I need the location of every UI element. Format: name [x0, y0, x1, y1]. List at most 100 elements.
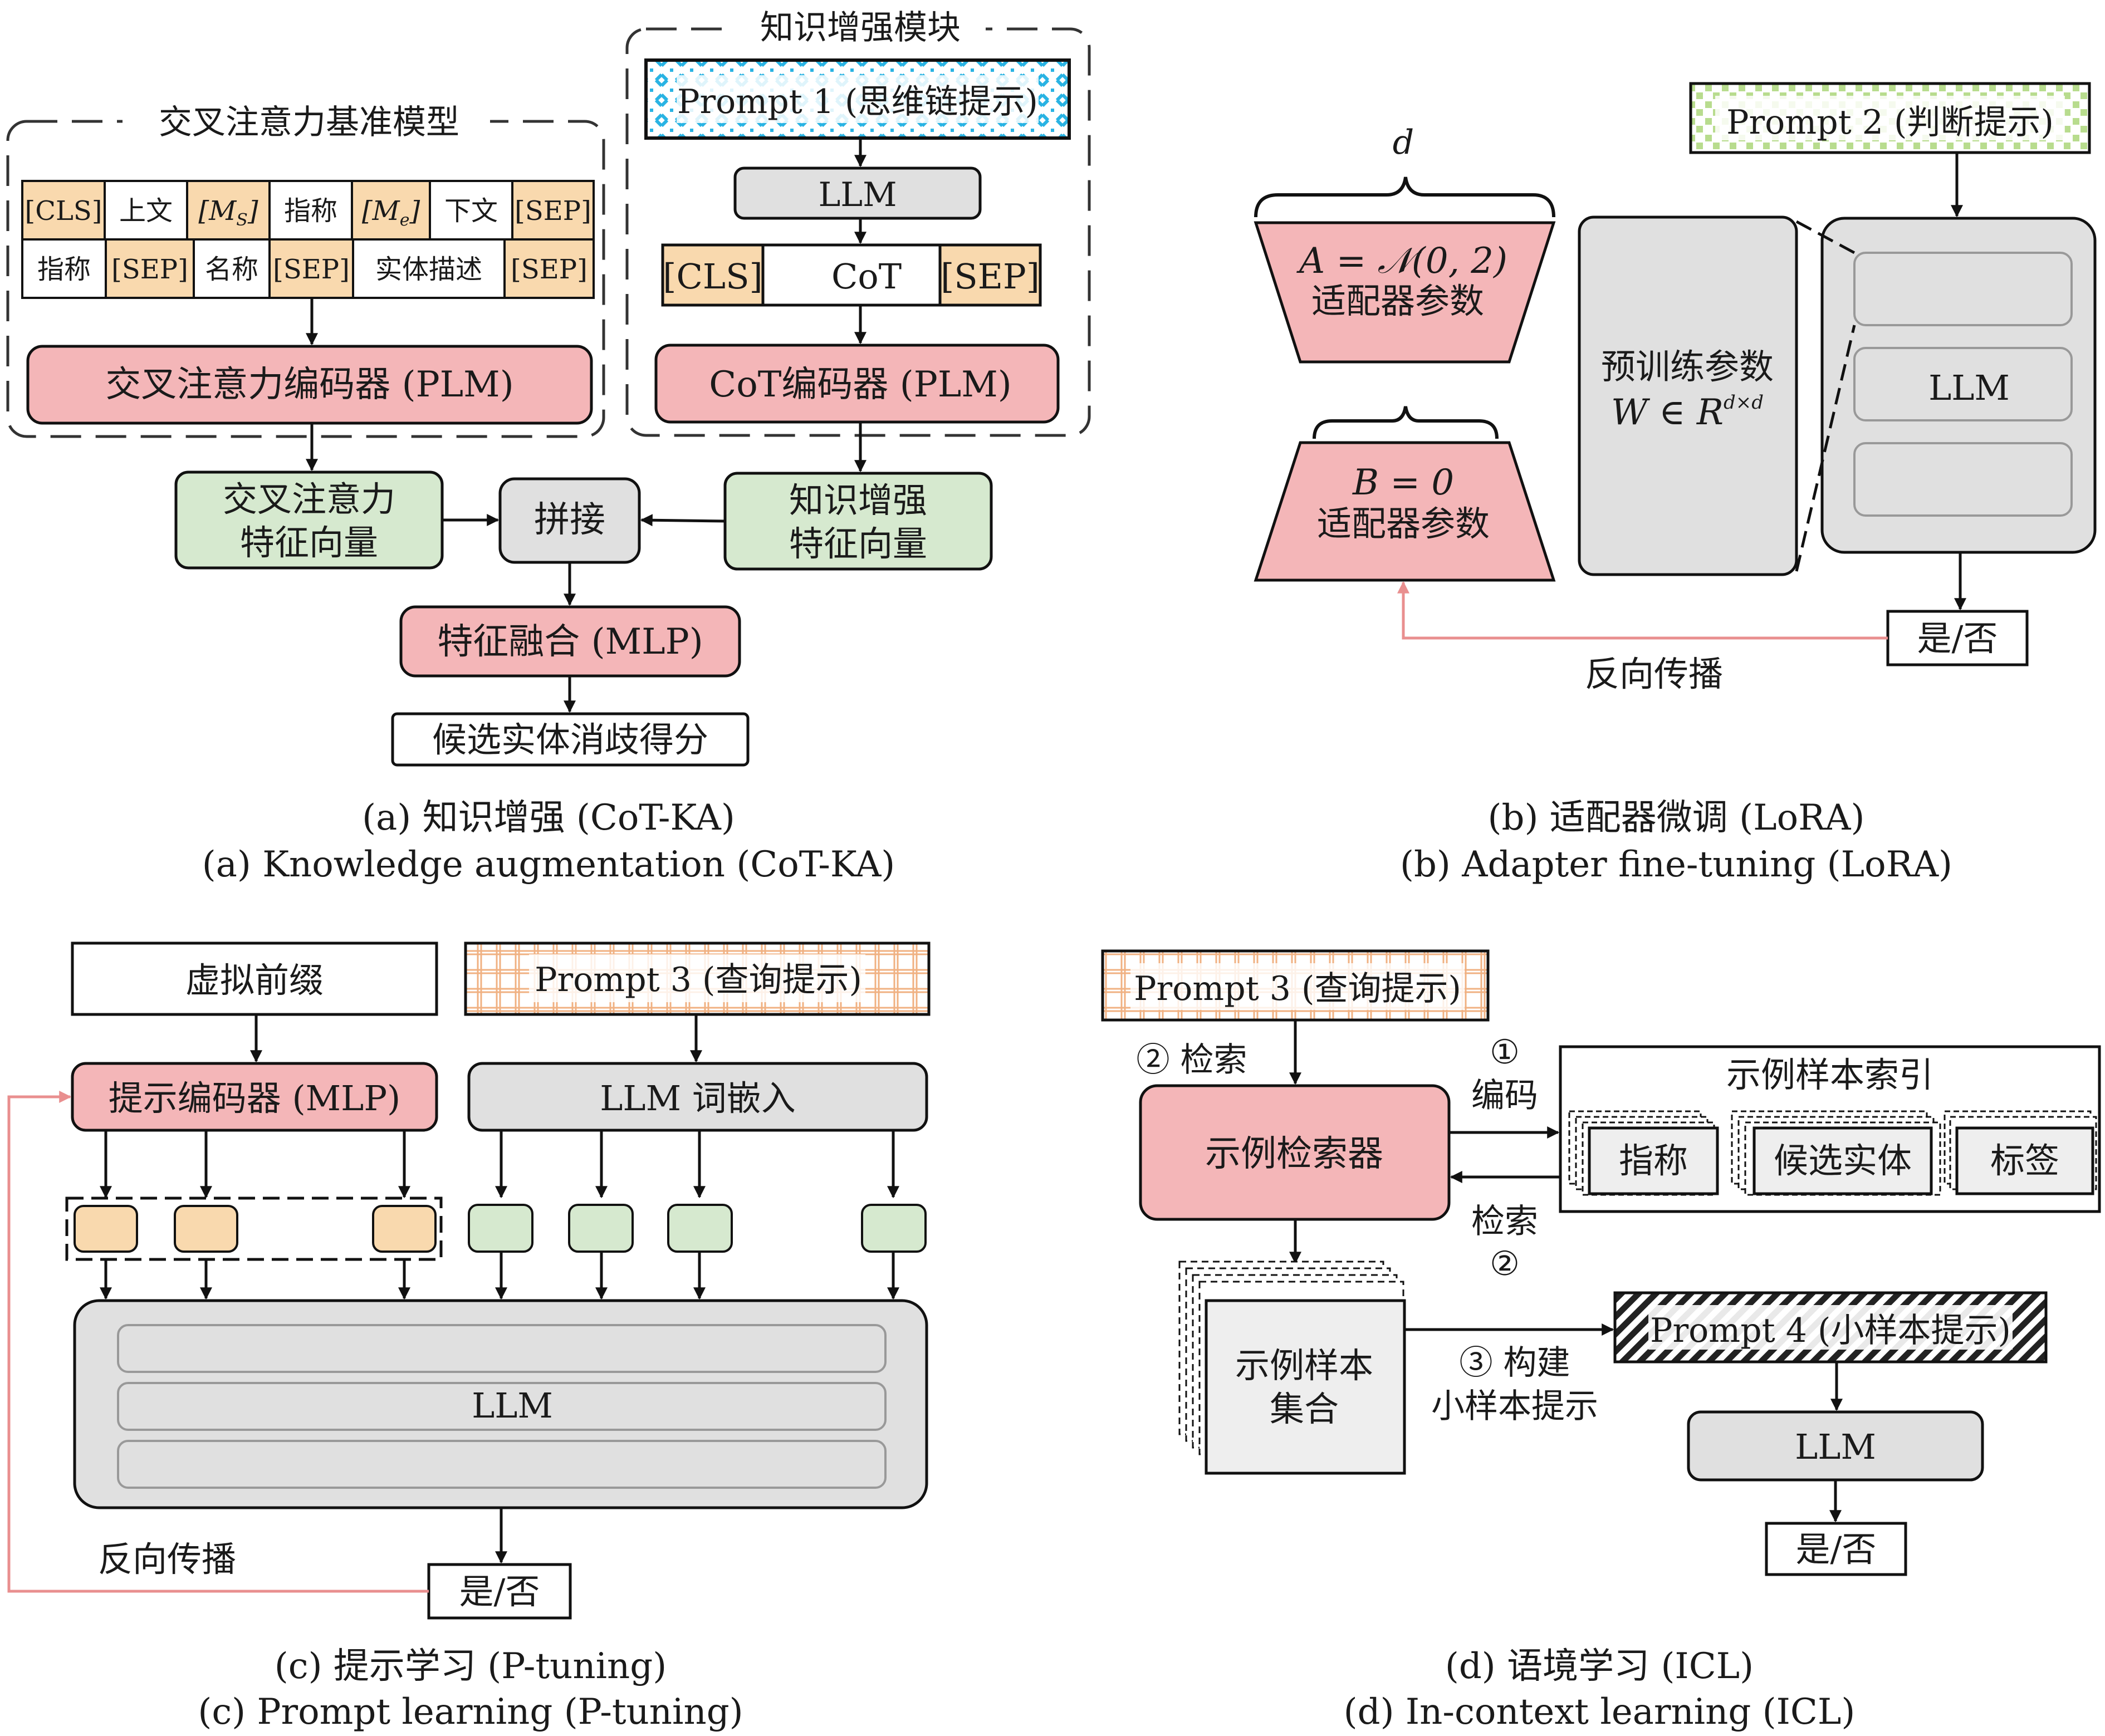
- build-label: 小样本提示: [1431, 1387, 1598, 1426]
- caption-c-en: (c) Prompt learning (P-tuning): [198, 1691, 743, 1733]
- cross-attention-encoder: [26, 345, 593, 425]
- sample-set-line1: 示例样本: [1235, 1345, 1373, 1386]
- yes-no-d-label: 是/否: [1796, 1529, 1877, 1570]
- prefix-token: [372, 1205, 437, 1253]
- caption-c-zh: (c) 提示学习 (P-tuning): [275, 1646, 667, 1687]
- embed-token: [568, 1204, 634, 1253]
- ka-feature-line2: 特征向量: [789, 523, 927, 564]
- prefix-token: [74, 1205, 138, 1253]
- llm-c-layer-2: [117, 1382, 887, 1431]
- pretrained-label: 预训练参数: [1601, 346, 1774, 387]
- llm-label-b: LLM: [1928, 367, 2010, 408]
- embed-token: [667, 1204, 733, 1253]
- token-mention-2: 指称: [37, 254, 91, 285]
- token-sep-2: [SEP]: [111, 254, 188, 285]
- llm-c-layer-1: [117, 1324, 887, 1373]
- adapter-b-formula: B = 0: [1352, 462, 1454, 503]
- backprop-arrow-c: [7, 1091, 429, 1593]
- llm-c-layer-3: [117, 1440, 887, 1489]
- cot-token-cls: [CLS]: [663, 256, 762, 297]
- cross-feature-line2: 特征向量: [240, 522, 378, 563]
- token-row-2: 指称 [SEP] 名称 [SEP] 实体描述 [SEP]: [21, 238, 595, 299]
- llm-embedding: [467, 1062, 928, 1132]
- index-item-mention: 指称: [1568, 1110, 1719, 1196]
- cross-encoder-label: 交叉注意力编码器 (PLM): [105, 364, 513, 405]
- example-retriever-label: 示例检索器: [1205, 1134, 1383, 1175]
- llm-layer-3: [1853, 442, 2073, 517]
- virtual-prefix-box: [71, 941, 438, 1016]
- ka-feature-line1: 知识增强: [789, 480, 927, 521]
- token-name: 名称: [205, 254, 258, 285]
- prefix-token-group: [65, 1196, 443, 1261]
- retrieve-back-label: 检索: [1471, 1202, 1538, 1241]
- index-item-mention-label: 指称: [1619, 1140, 1688, 1181]
- embed-token: [468, 1204, 533, 1253]
- embed-token: [861, 1204, 927, 1253]
- yes-no-c-label: 是/否: [459, 1571, 540, 1612]
- encode-step: ①: [1490, 1033, 1520, 1072]
- backprop-c-label: 反向传播: [98, 1539, 236, 1580]
- token-next-context: 下文: [444, 195, 498, 227]
- example-sample-set: 示例样本 集合: [1178, 1261, 1406, 1475]
- cross-feature-line1: 交叉注意力: [223, 479, 395, 519]
- virtual-prefix-label: 虚拟前缀: [185, 960, 324, 1001]
- llm-c-label: LLM: [472, 1385, 553, 1426]
- prompt2-label: Prompt 2 (判断提示): [1726, 103, 2054, 142]
- caption-a-en: (a) Knowledge augmentation (CoT-KA): [202, 844, 895, 885]
- token-sep-3: [SEP]: [273, 254, 350, 285]
- adapter-a-label: 适配器参数: [1311, 281, 1484, 321]
- token-mention: 指称: [284, 195, 337, 227]
- retrieve-back-step: ②: [1490, 1244, 1520, 1283]
- llm-d-label: LLM: [1795, 1426, 1876, 1467]
- cot-encoder-label: CoT编码器 (PLM): [709, 364, 1012, 405]
- prompt1-label: Prompt 1 (思维链提示): [677, 82, 1038, 121]
- adapter-b: [1254, 441, 1556, 582]
- prompt3-c-label: Prompt 3 (查询提示): [535, 960, 862, 999]
- yes-no-d: [1765, 1522, 1907, 1576]
- cot-encoder: [654, 344, 1060, 424]
- llm-box-a: [733, 166, 982, 220]
- caption-d-zh: (d) 语境学习 (ICL): [1445, 1646, 1754, 1687]
- token-cls: [CLS]: [25, 195, 102, 227]
- caption-a-zh: (a) 知识增强 (CoT-KA): [362, 797, 735, 838]
- caption-b-zh: (b) 适配器微调 (LoRA): [1488, 797, 1865, 838]
- llm-label-a: LLM: [818, 175, 897, 214]
- llm-embedding-label: LLM 词嵌入: [600, 1078, 796, 1119]
- build-step-label: ③ 构建: [1459, 1343, 1570, 1382]
- token-sep-4: [SEP]: [511, 254, 588, 285]
- index-item-candidate-label: 候选实体: [1774, 1140, 1912, 1181]
- ka-group-label: 知识增强模块: [760, 8, 961, 47]
- panel-c: 虚拟前缀 Prompt 3 (查询提示) 提示编码器 (MLP) LLM 词嵌入: [7, 941, 931, 1733]
- yes-no-c: [427, 1563, 572, 1620]
- cross-group-label: 交叉注意力基准模型: [159, 103, 459, 142]
- backprop-b-label: 反向传播: [1585, 654, 1723, 694]
- sample-set-line2: 集合: [1270, 1389, 1339, 1429]
- brace-top: [1254, 176, 1555, 218]
- token-sep: [SEP]: [515, 195, 591, 227]
- cot-tokens: [CLS] CoT [SEP]: [661, 243, 1042, 307]
- knowledge-module-group: [625, 27, 1091, 437]
- prompt4-label: Prompt 4 (小样本提示): [1650, 1311, 2011, 1350]
- prompt-encoder-label: 提示编码器 (MLP): [109, 1078, 400, 1119]
- caption-b-en: (b) Adapter fine-tuning (LoRA): [1400, 844, 1952, 885]
- panel-d: Prompt 3 (查询提示) ② 检索 示例检索器 ① 编码 检索 ② 示例样…: [1101, 949, 2101, 1733]
- backprop-arrow-b: [1397, 581, 1888, 640]
- brace-bottom: [1313, 406, 1499, 439]
- panel-a: 交叉注意力基准模型 知识增强模块 [CLS] 上文 [MS] 指称 [Me] 下…: [6, 4, 1091, 885]
- llm-layer-2: [1853, 347, 2073, 421]
- yes-no-b-label: 是/否: [1917, 618, 1998, 659]
- pretrained-weights: [1578, 215, 1798, 576]
- dim-d-label: d: [1393, 123, 1414, 162]
- llm-layer-1: [1853, 252, 2073, 326]
- prefix-token: [174, 1205, 238, 1253]
- index-item-tag: 标签: [1944, 1110, 2097, 1195]
- prompt-encoder: [71, 1062, 438, 1132]
- caption-d-en: (d) In-context learning (ICL): [1344, 1691, 1856, 1733]
- pretrained-formula: W ∈ Rd×d: [1611, 391, 1764, 433]
- score-label: 候选实体消歧得分: [432, 719, 708, 760]
- index-item-candidate: 候选实体: [1731, 1110, 1941, 1196]
- feature-fusion-label: 特征融合 (MLP): [437, 621, 703, 663]
- token-row-1: [CLS] 上文 [MS] 指称 [Me] 下文 [SEP]: [21, 180, 595, 241]
- cot-token-cot: CoT: [831, 256, 902, 297]
